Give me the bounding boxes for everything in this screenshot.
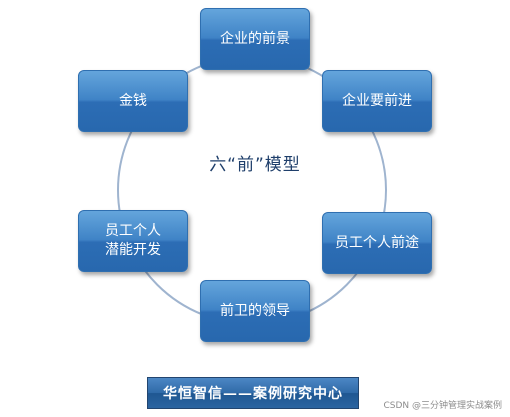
csdn-watermark: CSDN @三分钟管理实战案例 <box>383 401 502 411</box>
source-banner: 华恒智信——案例研究中心 <box>147 377 359 409</box>
node-employee-future: 员工个人前途 <box>322 212 432 274</box>
node-employee-potential: 员工个人 潜能开发 <box>78 210 188 272</box>
center-label: 六“前”模型 <box>209 155 301 175</box>
node-enterprise-prospect: 企业的前景 <box>200 8 310 70</box>
node-money: 金钱 <box>78 70 188 132</box>
node-avant-garde-leadership: 前卫的领导 <box>200 280 310 342</box>
node-enterprise-advance: 企业要前进 <box>322 70 432 132</box>
